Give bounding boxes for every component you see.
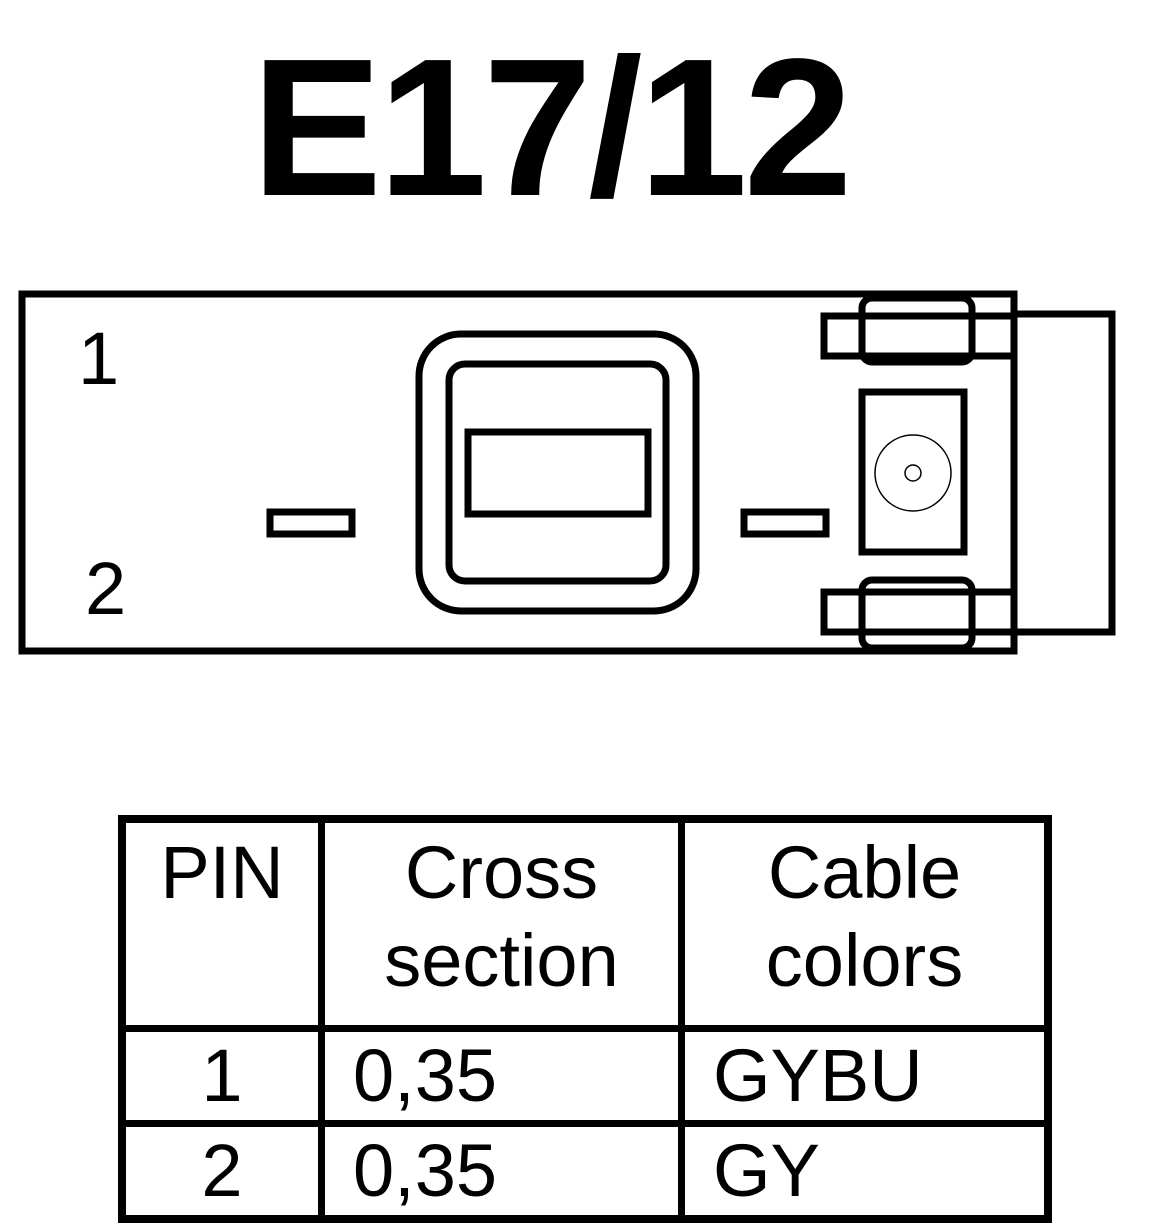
cell-pin: 1 xyxy=(118,1025,325,1127)
contact-blade xyxy=(464,428,652,518)
pin-label-2: 2 xyxy=(85,547,126,630)
header-colors-line-2: colors xyxy=(765,919,964,1002)
table-header-row: PIN Cross section Cable colors xyxy=(118,815,1052,1032)
header-cross-line-2: section xyxy=(384,919,619,1002)
pin-assignment-table: PIN Cross section Cable colors 1 0,35 GY… xyxy=(118,815,1052,1223)
header-colors-line-1: Cable xyxy=(767,831,962,914)
table-row: 1 0,35 GYBU xyxy=(118,1025,1052,1127)
table-row: 2 0,35 GY xyxy=(118,1120,1052,1223)
clip-top-inner xyxy=(858,294,976,366)
pin-slot-right xyxy=(740,508,830,538)
pin-slot-left xyxy=(266,508,356,538)
pin-label-1: 1 xyxy=(78,317,119,400)
code-window xyxy=(858,388,968,556)
cavity-inner xyxy=(445,360,670,585)
connector-housing xyxy=(18,290,1018,655)
clip-bottom-inner xyxy=(858,576,976,652)
header-pin: PIN xyxy=(118,815,325,1032)
header-cross-line-1: Cross xyxy=(404,831,599,914)
connector-diagram: 1 2 xyxy=(18,290,1116,655)
clip-bottom-outer xyxy=(820,588,1018,636)
cell-cable-color: GYBU xyxy=(678,1025,1052,1127)
header-cross-section: Cross section xyxy=(318,815,685,1032)
cell-pin: 2 xyxy=(118,1120,325,1223)
latch-bracket xyxy=(1014,310,1116,636)
cell-cross-section: 0,35 xyxy=(318,1025,685,1127)
code-circle-outer xyxy=(874,434,952,512)
header-cable-colors: Cable colors xyxy=(678,815,1052,1032)
header-pin-label: PIN xyxy=(160,831,284,914)
clip-top-outer xyxy=(820,312,1018,360)
cell-cross-section: 0,35 xyxy=(318,1120,685,1223)
connector-title: E17/12 xyxy=(251,18,852,237)
cell-cable-color: GY xyxy=(678,1120,1052,1223)
code-circle-inner xyxy=(904,464,922,482)
cavity-outer xyxy=(415,330,700,615)
